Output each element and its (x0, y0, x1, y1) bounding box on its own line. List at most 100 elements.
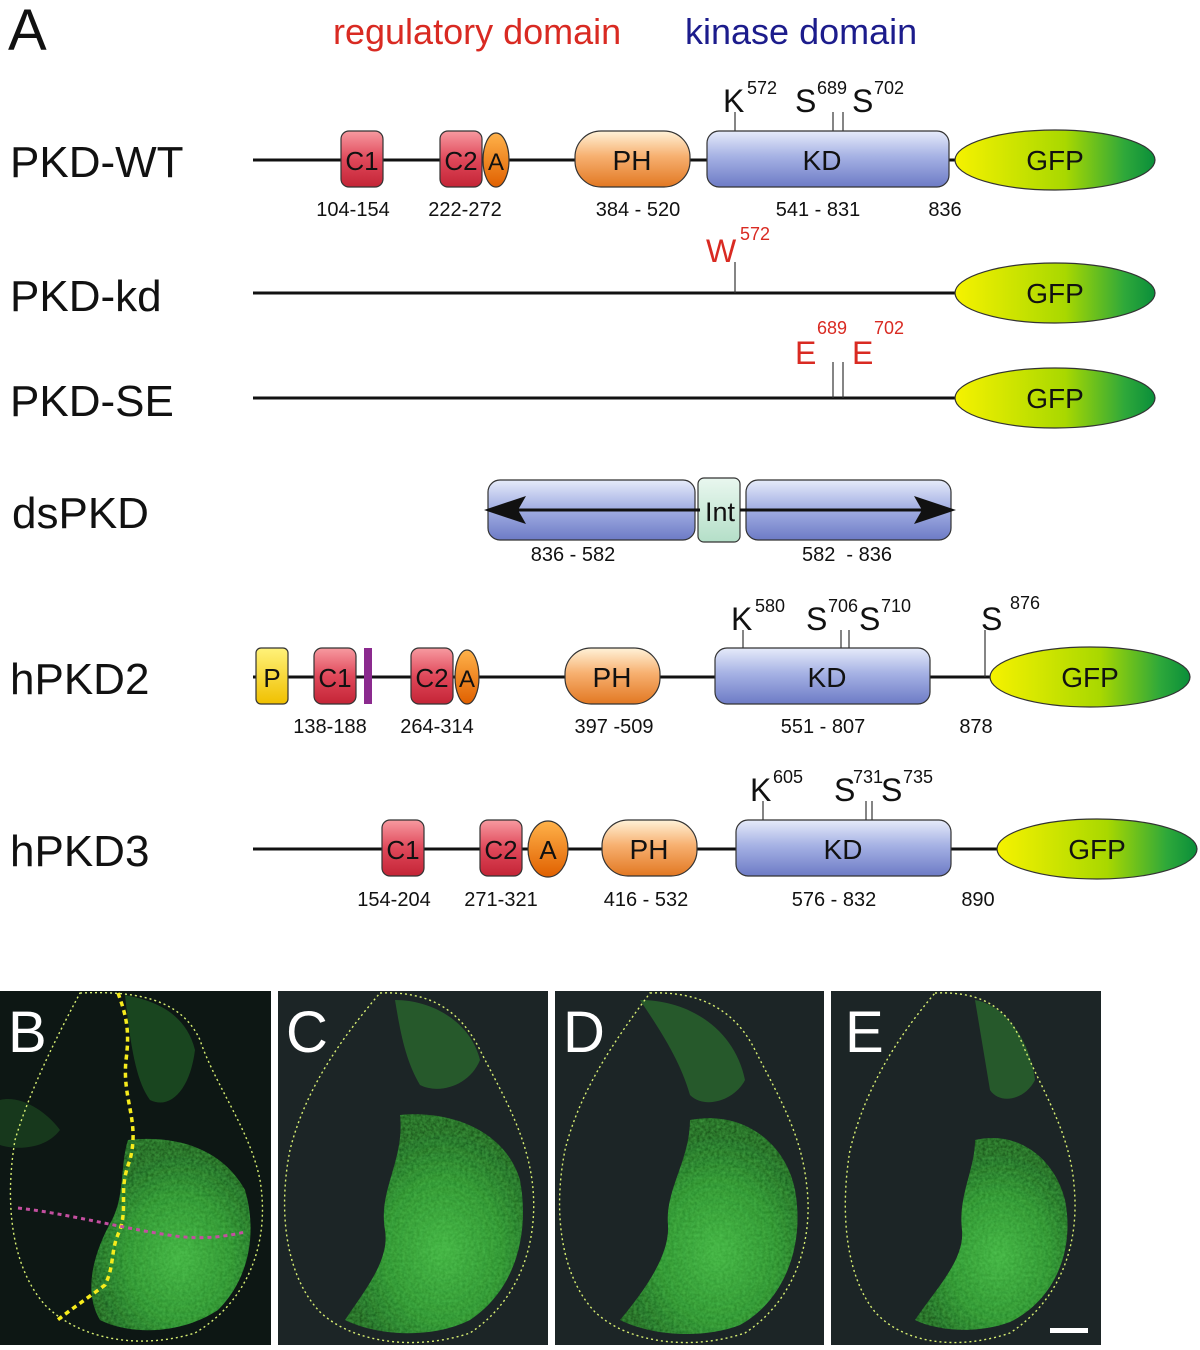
c1-domain (381, 819, 425, 877)
construct-pkd-kd: PKD-kd W 572 GFP (10, 224, 1156, 324)
yellow-boundary-dashed (53, 992, 135, 1324)
kinase-domain (714, 647, 931, 705)
acidic-domain-label: A (539, 835, 557, 865)
range-label: 878 (959, 716, 992, 738)
site-residue: S (859, 601, 880, 637)
left-arrow-head (484, 496, 526, 524)
site-number-mutant: 572 (740, 224, 770, 244)
wing-disc-outline (558, 992, 809, 1344)
micrograph-letter: D (563, 1000, 605, 1065)
site-number: 702 (874, 78, 904, 98)
range-label: 154-204 (357, 889, 430, 911)
site-number-mutant: 689 (817, 318, 847, 338)
scale-bar (1050, 1328, 1088, 1333)
gfp-domain (989, 646, 1191, 708)
range-label: 541 - 831 (776, 199, 861, 221)
site-residue: K (750, 772, 771, 808)
c2-domain-label: C2 (415, 663, 448, 693)
construct-dspkd: dsPKD Int 836 - 582 582 - 836 (12, 477, 956, 566)
dim-tissue-left (0, 1099, 60, 1148)
gfp-domain-label: GFP (1026, 383, 1084, 414)
c2-domain-label: C2 (444, 146, 477, 176)
site-number: 572 (747, 78, 777, 98)
range-label: 222-272 (428, 199, 501, 221)
ph-domain-label: PH (630, 834, 669, 865)
site-number: 605 (773, 767, 803, 787)
range-label: 890 (961, 889, 994, 911)
site-number-mutant: 702 (874, 318, 904, 338)
kinase-domain (735, 819, 952, 877)
gfp-domain (954, 129, 1156, 191)
magenta-line-dashed (17, 1206, 246, 1240)
site-residue: S (852, 83, 873, 119)
construct-label: PKD-SE (10, 377, 174, 426)
gfp-expression-region (620, 1118, 798, 1335)
site-residue: S (981, 601, 1002, 637)
micrograph-letter: C (286, 1000, 328, 1065)
construct-pkd-se: PKD-SE E 689 E 702 GFP (10, 318, 1156, 429)
panel-a-letter: A (8, 0, 47, 63)
kinase-domain-label: KD (808, 662, 847, 693)
dim-tissue-upper (125, 995, 195, 1103)
micrograph-b: B (0, 991, 271, 1345)
acidic-domain (454, 649, 480, 705)
gfp-domain-label: GFP (1068, 834, 1126, 865)
range-label: 551 - 807 (781, 716, 866, 738)
ph-domain (574, 130, 691, 188)
construct-hpkd3: hPKD3 C1 C2 A PH KD GFP 154-204 271-321 … (10, 767, 1198, 911)
range-label: 384 - 520 (596, 199, 681, 221)
ph-domain (564, 647, 661, 705)
dim-tissue-upper (975, 1000, 1035, 1099)
kinase-domain (706, 130, 950, 188)
ph-domain-label: PH (613, 145, 652, 176)
site-residue: K (723, 83, 744, 119)
right-arrow-head (914, 496, 956, 524)
c1-domain-label: C1 (386, 835, 419, 865)
construct-label: hPKD3 (10, 827, 149, 876)
range-label: 397 -509 (575, 716, 654, 738)
kinase-domain-label: KD (803, 145, 842, 176)
range-label: 836 (928, 199, 961, 221)
wing-disc-outline (283, 992, 535, 1344)
site-residue-mutant: E (795, 335, 816, 371)
range-label: 416 - 532 (604, 889, 689, 911)
site-residue-mutant: E (852, 335, 873, 371)
construct-pkd-wt: PKD-WT C1 C2 A PH KD GFP 104-154 222-272… (10, 78, 1156, 221)
gfp-domain-label: GFP (1026, 278, 1084, 309)
acidic-domain (527, 820, 569, 878)
construct-label: dsPKD (12, 489, 149, 538)
site-number: 731 (853, 767, 883, 787)
range-label: 264-314 (400, 716, 473, 738)
site-number: 706 (828, 596, 858, 616)
purple-marker (364, 648, 372, 704)
construct-hpkd2: hPKD2 P C1 C2 A PH KD GFP 138-188 264-31… (10, 593, 1191, 738)
gfp-expression-region (915, 1138, 1068, 1330)
dim-tissue-upper (395, 1000, 480, 1089)
micrograph-letter: E (845, 1000, 884, 1065)
c2-domain (479, 819, 523, 877)
acidic-domain-label: A (459, 666, 475, 693)
site-number: 580 (755, 596, 785, 616)
range-label: 836 - 582 (531, 544, 616, 566)
wing-disc-outline (844, 992, 1076, 1344)
ph-domain (601, 819, 698, 877)
site-residue: S (881, 772, 902, 808)
site-residue-mutant: W (706, 233, 737, 269)
construct-label: PKD-WT (10, 138, 184, 187)
site-number: 710 (881, 596, 911, 616)
site-number: 876 (1010, 593, 1040, 613)
c1-domain (313, 647, 357, 705)
range-label: 576 - 832 (792, 889, 877, 911)
acidic-domain (482, 132, 510, 188)
gfp-domain-label: GFP (1026, 145, 1084, 176)
c1-domain (340, 130, 384, 188)
gfp-domain-label: GFP (1061, 662, 1119, 693)
gfp-domain (996, 818, 1198, 880)
kinase-domain-label: KD (824, 834, 863, 865)
range-label: 104-154 (316, 199, 389, 221)
site-residue: S (795, 83, 816, 119)
acidic-domain-label: A (488, 149, 504, 176)
range-label: 271-321 (464, 889, 537, 911)
micrograph-letter: B (8, 1000, 47, 1065)
site-residue: S (806, 601, 827, 637)
